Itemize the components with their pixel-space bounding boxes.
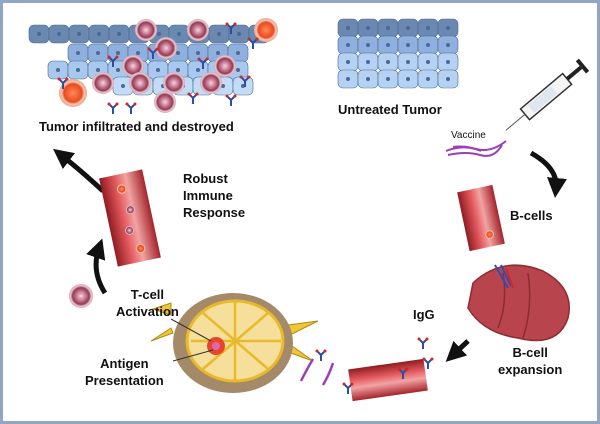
label-b-cell-expansion: B-cell expansion	[498, 344, 562, 378]
label-robust-immune-response: Robust Immune Response	[183, 170, 245, 221]
label-vaccine: Vaccine	[451, 130, 486, 141]
label-line: Response	[183, 205, 246, 220]
label-line: Presentation	[85, 373, 164, 388]
label-line: Activation	[116, 304, 179, 319]
antibody-icon	[187, 92, 199, 104]
spleen-icon	[467, 264, 570, 342]
arrow-expansion-to-vessel	[445, 339, 470, 362]
t-cell-icon	[154, 91, 176, 113]
blood-vessel-icon	[99, 169, 161, 267]
t-cell-icon	[129, 72, 151, 94]
arrow-vaccine-to-bcells	[529, 150, 567, 198]
antibody-icon	[422, 357, 434, 369]
t-cell-icon	[135, 19, 157, 41]
antibody-icon	[397, 367, 409, 379]
untreated-tumor	[337, 18, 459, 89]
t-cell-icon	[254, 18, 278, 42]
t-cell-icon	[200, 72, 222, 94]
antibody-icon	[57, 77, 69, 89]
label-t-cell-activation: T-cell Activation	[116, 286, 179, 320]
label-igg: IgG	[413, 307, 435, 322]
label-antigen-presentation: Antigen Presentation	[85, 355, 164, 389]
vaccine-antigen-strands	[445, 140, 507, 157]
t-cell-icon	[214, 55, 236, 77]
diagram-illustration	[28, 18, 590, 402]
antibody-icon	[239, 75, 251, 87]
b-cell-vessel-icon	[457, 184, 505, 252]
label-tumor-destroyed: Tumor infiltrated and destroyed	[39, 119, 234, 134]
t-cell-icon	[69, 284, 93, 308]
arrow-tcell-up	[86, 238, 108, 295]
antibody-icon	[225, 94, 237, 106]
antibody-icon	[342, 382, 354, 394]
t-cell-icon	[122, 55, 144, 77]
t-cell-icon	[59, 79, 87, 107]
label-line: expansion	[498, 362, 563, 377]
antibody-icon	[125, 102, 137, 114]
label-line: Antigen	[100, 356, 149, 371]
antibody-icon	[197, 57, 209, 69]
igg-vessel-icon	[348, 358, 428, 402]
syringe-icon	[505, 58, 590, 131]
antibody-icon	[147, 47, 159, 59]
t-cell-icon	[163, 72, 185, 94]
t-cell-icon	[155, 37, 177, 59]
t-cell-icon	[92, 72, 114, 94]
antibody-icon	[315, 349, 327, 361]
label-b-cells: B-cells	[510, 208, 553, 223]
pointer-line-tcell	[170, 318, 212, 342]
label-line: Robust	[183, 171, 228, 186]
label-line: T-cell	[130, 287, 165, 302]
antibody-icon	[107, 55, 119, 67]
antibodies	[57, 22, 434, 394]
antibody-icon	[247, 37, 259, 49]
pointer-line-antigen	[172, 349, 214, 362]
label-untreated-tumor: Untreated Tumor	[338, 102, 442, 117]
label-line: B-cell	[512, 345, 548, 360]
antibody-icon	[107, 102, 119, 114]
antigen-strands-bottom	[299, 358, 335, 386]
antibody-icon	[225, 22, 237, 34]
arrow-to-tumor	[53, 148, 105, 193]
label-line: Immune	[183, 188, 233, 203]
antibody-icon	[417, 337, 429, 349]
destroyed-tumor	[28, 18, 278, 113]
t-cell-icon	[187, 19, 209, 41]
